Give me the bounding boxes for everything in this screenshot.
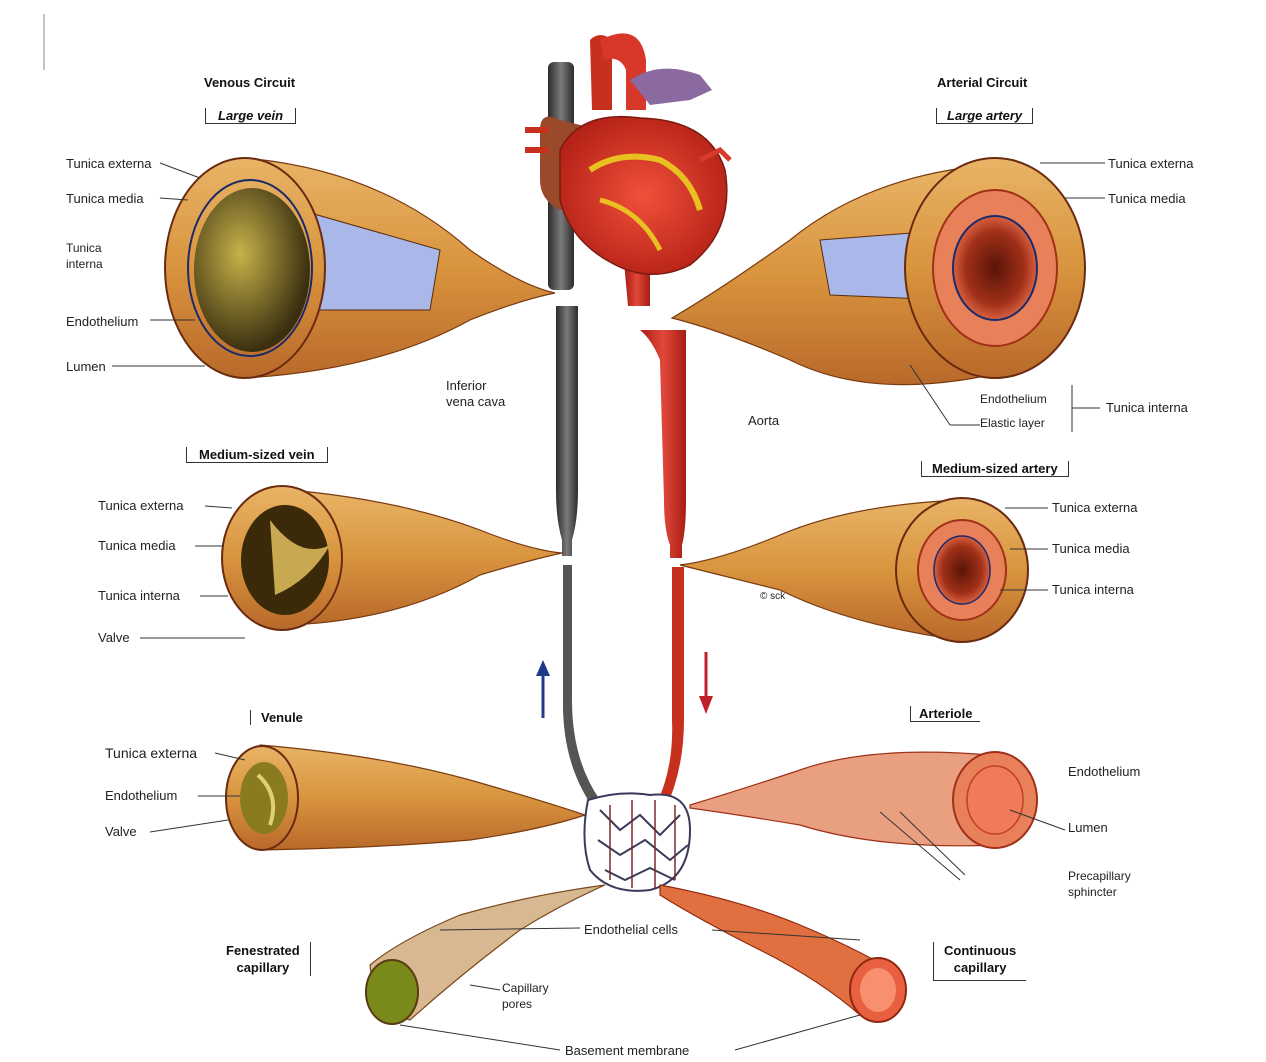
fenestrated-capillary-header: Fenestrated capillary: [226, 942, 311, 976]
large-vein-tunica-interna-line-2: interna: [66, 256, 103, 272]
large-artery-tunica-externa-label: Tunica externa: [1108, 157, 1194, 170]
precapillary-sphincter-label: Precapillary sphincter: [1068, 868, 1131, 900]
medium-vein-tunica-externa-label: Tunica externa: [98, 499, 184, 512]
continuous-capillary-line-2: capillary: [944, 959, 1016, 976]
large-vein-tunica-interna-line-1: Tunica: [66, 240, 103, 256]
venule-illustration: [226, 745, 585, 850]
medium-vein-tunica-media-label: Tunica media: [98, 539, 176, 552]
continuous-capillary-header: Continuous capillary: [933, 942, 1026, 981]
medium-artery-tunica-media-label: Tunica media: [1052, 542, 1130, 555]
medium-artery-header: Medium-sized artery: [921, 461, 1069, 477]
arterial-circuit-header: Arterial Circuit: [937, 75, 1027, 90]
fenestrated-capillary-line-1: Fenestrated: [226, 942, 300, 959]
medium-artery-tunica-interna-label: Tunica interna: [1052, 583, 1134, 596]
continuous-capillary-illustration: [660, 885, 906, 1022]
medium-vein-illustration: [222, 486, 562, 630]
arteriole-header: Arteriole: [910, 706, 980, 722]
venule-valve-label: Valve: [105, 825, 137, 838]
large-vein-illustration: [165, 158, 555, 378]
medium-vein-tunica-interna-label: Tunica interna: [98, 589, 180, 602]
large-artery-endothelium-label: Endothelium: [980, 393, 1047, 405]
arteriole-lumen-label: Lumen: [1068, 821, 1108, 834]
precapillary-line-2: sphincter: [1068, 884, 1131, 900]
venous-flow-arrow: [536, 660, 550, 718]
basement-membrane-label: Basement membrane: [565, 1044, 689, 1057]
arteriole-endothelium-label: Endothelium: [1068, 765, 1140, 778]
arterial-flow-arrow: [699, 652, 713, 714]
ivc-line-1: Inferior: [446, 378, 505, 394]
capillary-pores-line-1: Capillary: [502, 980, 549, 996]
venous-circuit-header: Venous Circuit: [204, 75, 295, 90]
precapillary-line-1: Precapillary: [1068, 868, 1131, 884]
large-vein-endothelium-label: Endothelium: [66, 315, 138, 328]
continuous-capillary-line-1: Continuous: [944, 942, 1016, 959]
large-artery-elastic-layer-label: Elastic layer: [980, 417, 1045, 429]
capillary-bed: [584, 793, 690, 891]
medium-vein-valve-label: Valve: [98, 631, 130, 644]
large-vein-tunica-externa-label: Tunica externa: [66, 157, 152, 170]
venule-endothelium-label: Endothelium: [105, 789, 177, 802]
endothelial-cells-label: Endothelial cells: [584, 923, 678, 936]
medium-artery-illustration: [680, 498, 1028, 642]
large-artery-tunica-interna-label: Tunica interna: [1106, 401, 1188, 414]
fenestrated-capillary-illustration: [366, 885, 605, 1024]
large-vein-tunica-interna-label: Tunica interna: [66, 240, 103, 272]
capillary-pores-label: Capillary pores: [502, 980, 549, 1012]
fenestrated-capillary-line-2: capillary: [226, 959, 300, 976]
large-vein-tunica-media-label: Tunica media: [66, 192, 144, 205]
capillary-pores-line-2: pores: [502, 996, 549, 1012]
aorta-label: Aorta: [748, 414, 779, 427]
large-artery-tunica-media-label: Tunica media: [1108, 192, 1186, 205]
large-artery-illustration: [672, 158, 1085, 385]
venule-header: Venule: [250, 710, 303, 725]
large-vein-header: Large vein: [205, 108, 296, 124]
large-artery-header: Large artery: [936, 108, 1033, 124]
medium-vein-header: Medium-sized vein: [186, 447, 328, 463]
venule-tunica-externa-label: Tunica externa: [105, 746, 197, 760]
medium-artery-tunica-externa-label: Tunica externa: [1052, 501, 1138, 514]
ivc-line-2: vena cava: [446, 394, 505, 410]
large-vein-lumen-label: Lumen: [66, 360, 106, 373]
arteriole-illustration: [690, 752, 1037, 848]
inferior-vena-cava-label: Inferior vena cava: [446, 378, 505, 410]
aorta-vessel: [624, 262, 686, 810]
medium-artery-credit: © sck: [760, 592, 785, 602]
